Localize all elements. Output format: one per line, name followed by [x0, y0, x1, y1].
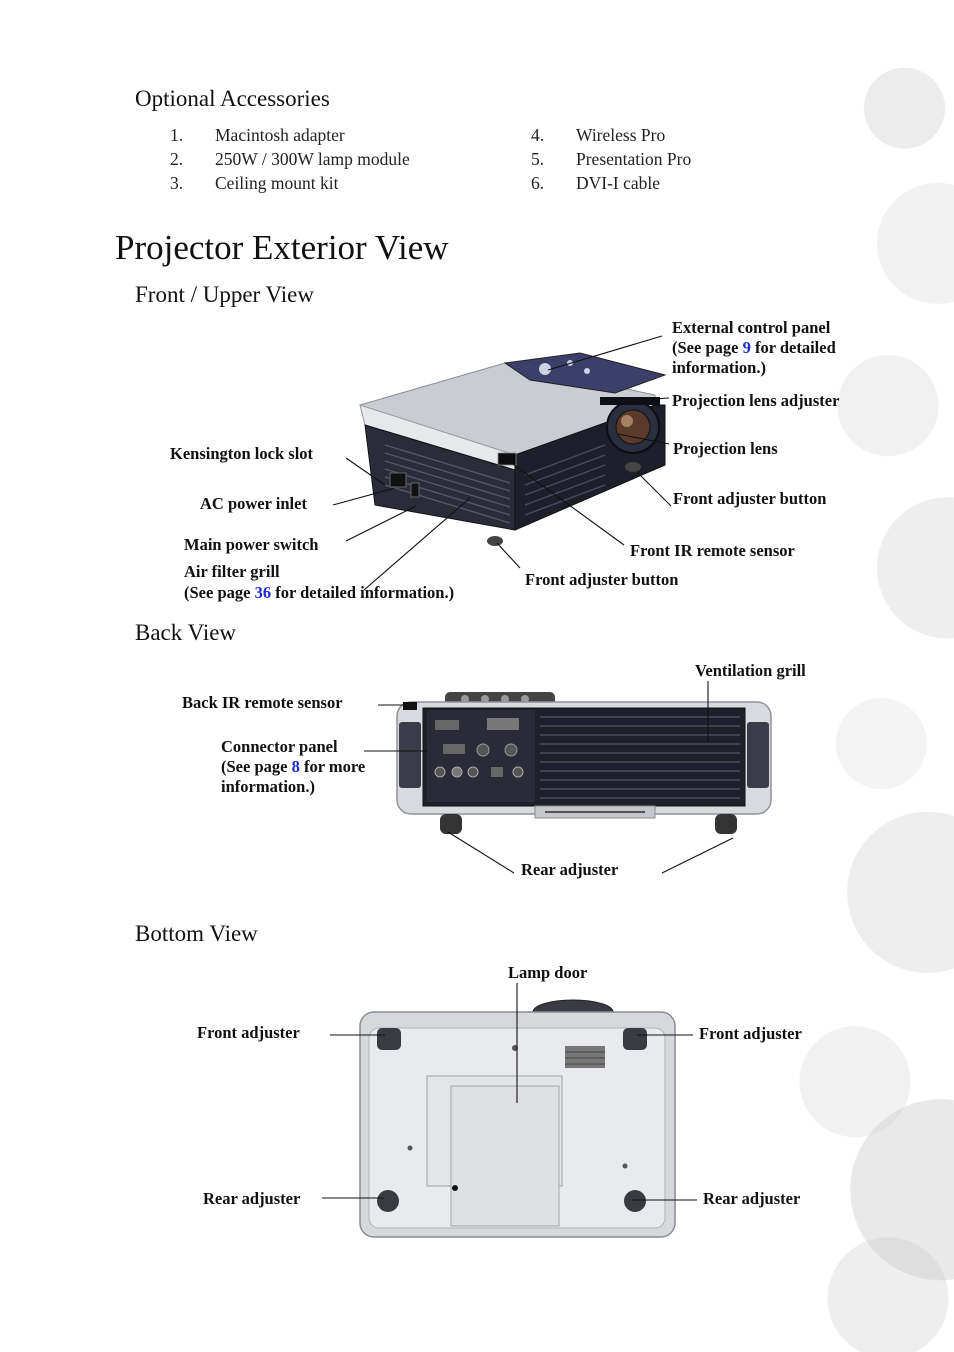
ref-text: for detailed — [750, 338, 836, 357]
label-kensington-lock-slot: Kensington lock slot — [170, 444, 314, 463]
label-projection-lens: Projection lens — [673, 439, 778, 458]
label-ac-power-inlet: AC power inlet — [200, 494, 307, 513]
page-link-8[interactable]: 8 — [291, 757, 300, 776]
label-air-filter-grill: Air filter grill — [184, 562, 280, 581]
list-item-number: 6. — [531, 173, 545, 193]
label-external-control-panel: External control panel — [672, 318, 831, 337]
ref-text: (See page — [184, 583, 255, 602]
front-view-heading: Front / Upper View — [135, 282, 314, 307]
label-projection-lens-adjuster: Projection lens adjuster — [672, 391, 840, 410]
label-front-adjuster-button-bottom: Front adjuster button — [525, 570, 679, 589]
bottom-view-heading: Bottom View — [135, 921, 258, 946]
list-item: Presentation Pro — [576, 149, 692, 169]
label-front-adjuster-button-right: Front adjuster button — [673, 489, 827, 508]
label-connector-panel: Connector panel — [221, 737, 338, 756]
ref-text: (See page — [221, 757, 292, 776]
list-item-number: 4. — [531, 125, 545, 145]
list-item-number: 3. — [170, 173, 184, 193]
label-back-ir-remote-sensor: Back IR remote sensor — [182, 693, 343, 712]
list-item: Ceiling mount kit — [215, 173, 339, 193]
page-link-9[interactable]: 9 — [742, 338, 751, 357]
back-view-heading: Back View — [135, 620, 237, 645]
label-rear-adjuster-right: Rear adjuster — [703, 1189, 801, 1208]
list-item: Wireless Pro — [576, 125, 666, 145]
list-item-number: 2. — [170, 149, 184, 169]
ref-text: (See page — [672, 338, 743, 357]
ref-text: for detailed information.) — [271, 583, 455, 602]
label-ventilation-grill: Ventilation grill — [695, 661, 806, 680]
page-link-36[interactable]: 36 — [254, 583, 272, 602]
label-connector-panel-ref: (See page 8 for more — [221, 757, 365, 777]
ref-text: for more — [299, 757, 366, 776]
label-main-power-switch: Main power switch — [184, 535, 319, 554]
label-connector-panel-info: information.) — [221, 777, 315, 796]
label-front-adjuster-right: Front adjuster — [699, 1024, 802, 1043]
projector-back-illustration — [396, 692, 772, 834]
label-rear-adjuster: Rear adjuster — [521, 860, 619, 879]
page-title: Projector Exterior View — [115, 228, 449, 267]
label-lamp-door: Lamp door — [508, 963, 588, 982]
list-item-number: 1. — [170, 125, 184, 145]
label-external-control-panel-ref: (See page 9 for detailed — [672, 338, 836, 358]
projector-bottom-illustration — [359, 999, 676, 1238]
label-front-adjuster-left: Front adjuster — [197, 1023, 300, 1042]
list-item: DVI-I cable — [576, 173, 661, 193]
label-external-control-panel-info: information.) — [672, 358, 766, 377]
list-item: 250W / 300W lamp module — [215, 149, 410, 169]
list-item-number: 5. — [531, 149, 545, 169]
label-air-filter-grill-ref: (See page 36 for detailed information.) — [184, 583, 454, 603]
projector-front-illustration — [359, 352, 667, 546]
accessories-heading: Optional Accessories — [135, 86, 330, 111]
list-item: Macintosh adapter — [215, 125, 345, 145]
label-rear-adjuster-left: Rear adjuster — [203, 1189, 301, 1208]
label-front-ir-remote-sensor: Front IR remote sensor — [630, 541, 795, 560]
